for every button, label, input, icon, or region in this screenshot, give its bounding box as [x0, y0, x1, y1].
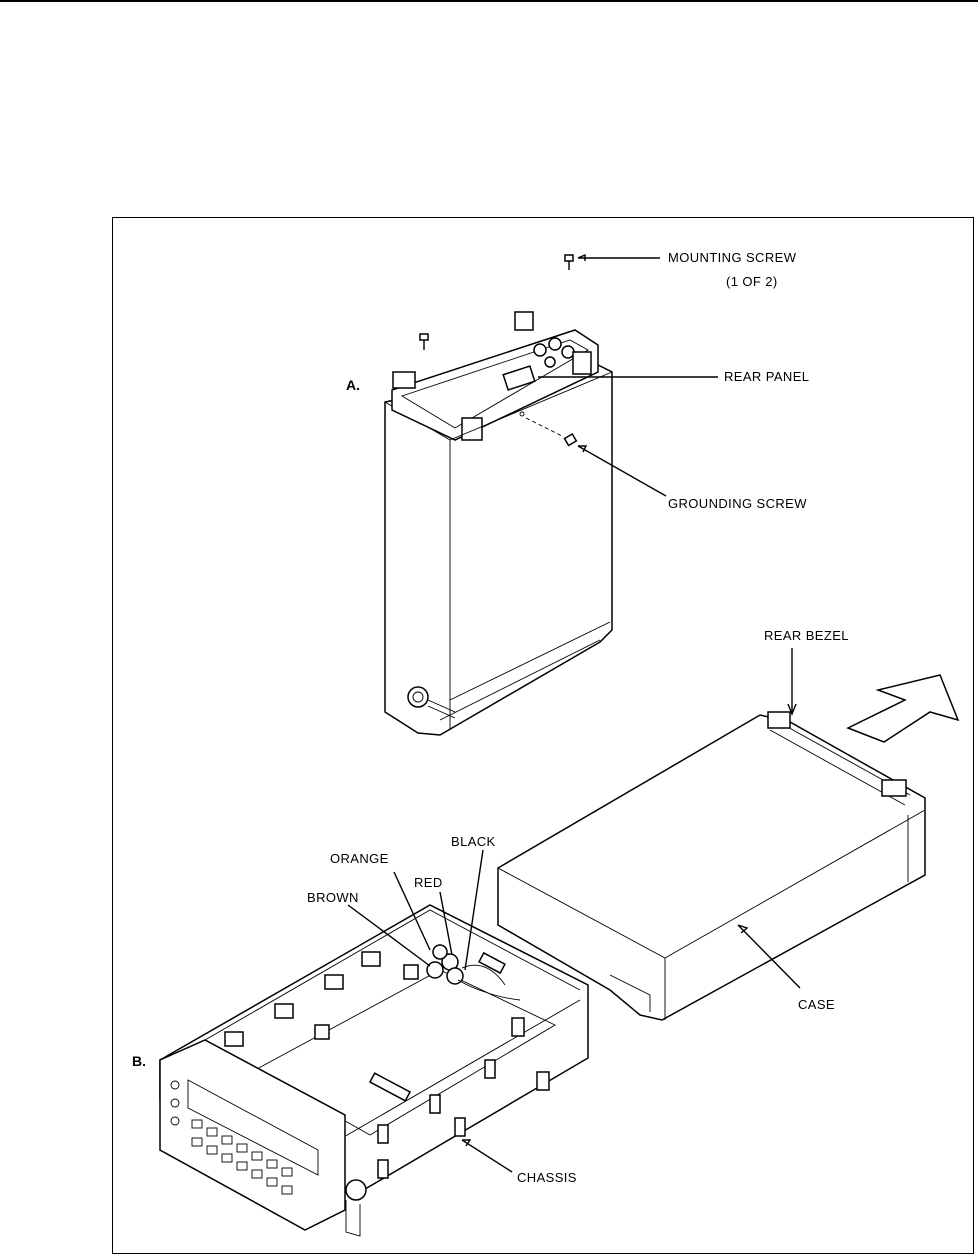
rear-panel-label: REAR PANEL	[724, 369, 809, 384]
slide-direction-arrow	[846, 674, 960, 743]
case-part	[497, 711, 926, 1021]
top-rule	[0, 0, 978, 2]
rear-bezel-label: REAR BEZEL	[764, 628, 849, 643]
red-wire-label: RED	[414, 875, 443, 890]
front-panel-keys	[170, 1080, 293, 1195]
leader-lines	[347, 253, 801, 1173]
panel-b-label: B.	[132, 1053, 146, 1069]
grounding-screw-label: GROUNDING SCREW	[668, 496, 807, 511]
wire-connectors	[426, 944, 521, 1001]
mounting-screw-part	[564, 254, 574, 270]
chassis-label: CHASSIS	[517, 1170, 577, 1185]
mounting-screw-label: MOUNTING SCREW	[668, 250, 797, 265]
black-wire-label: BLACK	[451, 834, 496, 849]
orange-wire-label: ORANGE	[330, 851, 389, 866]
figure-frame	[112, 217, 974, 1254]
case-label: CASE	[798, 997, 835, 1012]
mounting-screw-2-part	[419, 333, 429, 350]
mounting-screw-count-label: (1 OF 2)	[726, 274, 778, 289]
brown-wire-label: BROWN	[307, 890, 359, 905]
panel-a-label: A.	[346, 377, 360, 393]
panel-a-instrument	[384, 254, 613, 736]
chassis-part	[159, 904, 589, 1237]
grounding-screw-part	[519, 411, 578, 447]
